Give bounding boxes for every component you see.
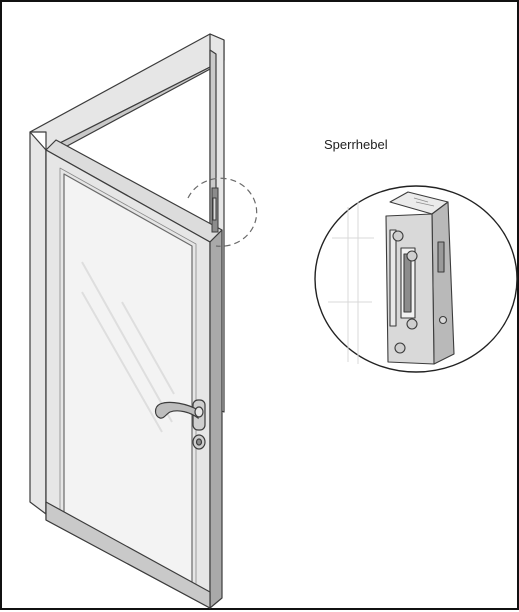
electric-door-strike-icon — [385, 191, 455, 365]
glass-reflections — [81, 261, 175, 433]
frame-header — [29, 33, 225, 151]
frame-header-underside — [45, 59, 225, 153]
handle-hub — [194, 406, 204, 418]
door-leaf-bottom-rail — [45, 501, 211, 609]
strike-screws — [392, 230, 418, 354]
frame-strike-small — [211, 187, 219, 233]
frame-left-jamb — [29, 131, 47, 515]
handle-lever — [154, 401, 199, 420]
detail-marker-circle — [187, 177, 258, 247]
detail-label: Sperrhebel — [324, 137, 388, 152]
lock-cylinder-icon — [192, 434, 206, 450]
lever-handle-icon — [154, 399, 206, 431]
detail-view — [314, 185, 518, 373]
door-leaf-lock-edge — [209, 229, 223, 609]
door-leaf — [45, 139, 223, 609]
strike-locking-lever — [389, 229, 397, 327]
